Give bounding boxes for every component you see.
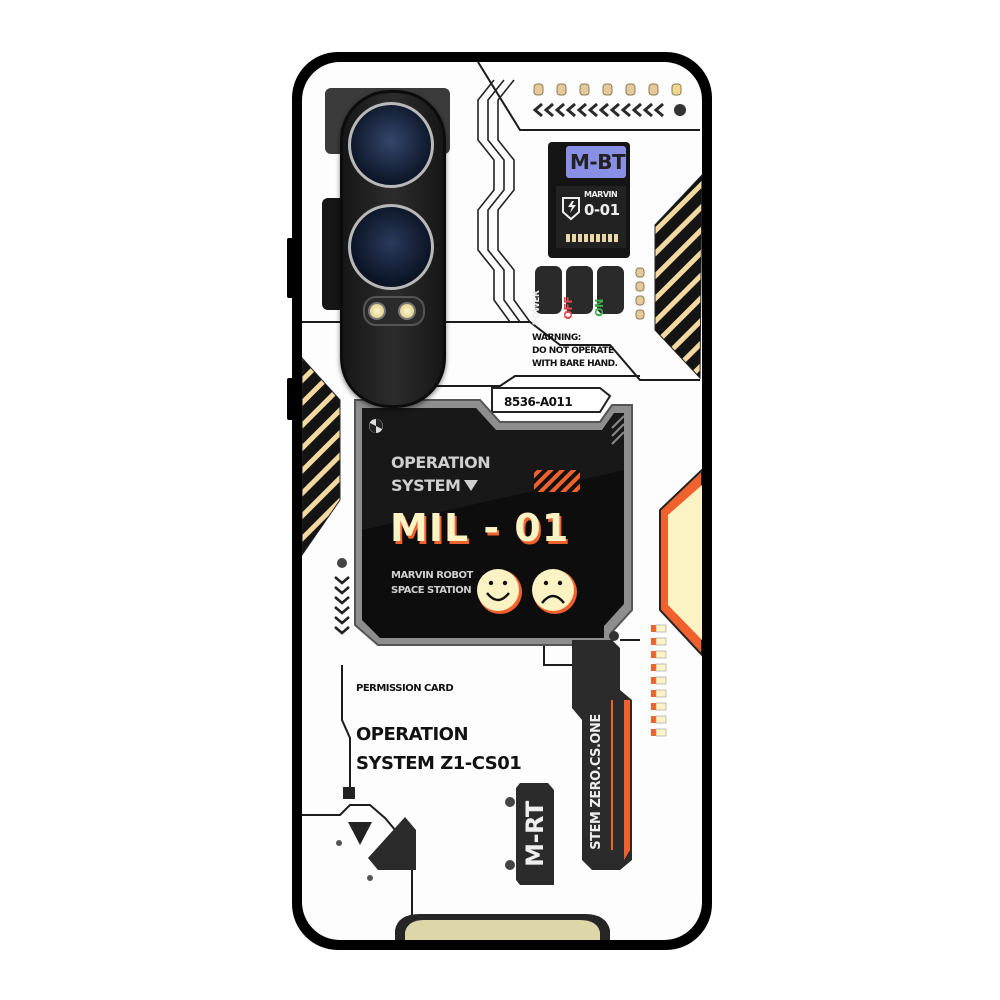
corner-vent	[611, 415, 625, 445]
off-switch-label[interactable]: OFF	[562, 296, 575, 320]
chevron-down-column	[334, 576, 350, 635]
lower-left-shapes	[336, 787, 416, 881]
power-side-button	[287, 378, 293, 420]
orange-hazard-stripe	[534, 470, 580, 492]
side-led-column	[635, 267, 645, 320]
flash-led-icon	[368, 302, 386, 320]
warning-line-1: WARNING:	[532, 333, 581, 343]
on-switch	[597, 266, 624, 314]
hazard-stripe-panel-left	[302, 357, 341, 556]
circuit-traces	[302, 62, 700, 940]
screen-system-line-1: OPERATION	[391, 453, 491, 472]
screw-icon	[505, 797, 515, 807]
serial-tag-frame	[491, 387, 612, 413]
hazard-stripe-panel-right	[654, 174, 702, 380]
m-rt-tag-body	[516, 783, 554, 885]
screen-system-row: SYSTEM	[391, 476, 479, 495]
m-rt-brand: M-RT	[521, 801, 549, 867]
unit-code: 0-01	[584, 201, 620, 219]
warning-line-3: WITH BARE HAND.	[532, 359, 618, 369]
triangle-down-icon	[464, 480, 479, 492]
frown-icon	[532, 569, 577, 614]
screw-icon	[337, 558, 347, 568]
bottom-panel	[395, 914, 610, 940]
top-led-row	[533, 83, 682, 96]
indicator-column	[651, 624, 667, 737]
permission-title-line-2: SYSTEM Z1-CS01	[356, 753, 522, 774]
screw-icon	[674, 104, 686, 116]
permission-title-line-1: OPERATION	[356, 724, 469, 745]
zigzag-wires	[477, 79, 531, 323]
on-switch-label[interactable]: ON	[593, 299, 606, 317]
volume-button	[287, 238, 293, 298]
power-switch-label[interactable]: POWER	[532, 290, 542, 326]
chevron-row	[532, 102, 664, 118]
screen-subtitle-line-2: SPACE STATION	[391, 585, 472, 596]
power-switch	[535, 266, 562, 314]
stem-tag-text: STEM ZERO.CS.ONE	[589, 714, 604, 850]
camera-lens-secondary	[348, 204, 434, 290]
camera-lens-main	[348, 102, 434, 188]
m-bt-badge	[566, 146, 626, 178]
permission-caption: PERMISSION CARD	[356, 683, 454, 694]
circuit-artwork	[302, 62, 702, 940]
screen-system-line-2: SYSTEM	[391, 476, 461, 495]
flash-led-icon	[398, 302, 416, 320]
case-back-face: M-BT MARVIN 0-01 POWER OFF ON WARNING: D…	[302, 62, 702, 940]
lightning-shield-icon	[562, 197, 580, 221]
screen-model: MIL - 01	[390, 506, 570, 550]
off-switch	[566, 266, 593, 314]
unit-name: MARVIN	[584, 190, 618, 199]
hexagon-panel	[659, 468, 702, 657]
stem-tag-body	[572, 640, 632, 870]
badge-label: M-BT	[570, 150, 626, 174]
screw-icon	[609, 631, 619, 641]
card-contact-strip	[566, 234, 618, 242]
screen-subtitle-line-1: MARVIN ROBOT	[391, 570, 473, 581]
radiation-icon	[369, 419, 383, 433]
serial-number: 8536-A011	[504, 395, 573, 409]
warning-line-2: DO NOT OPERATE	[532, 346, 614, 356]
screw-icon	[505, 860, 515, 870]
smiley-icon	[477, 569, 522, 614]
